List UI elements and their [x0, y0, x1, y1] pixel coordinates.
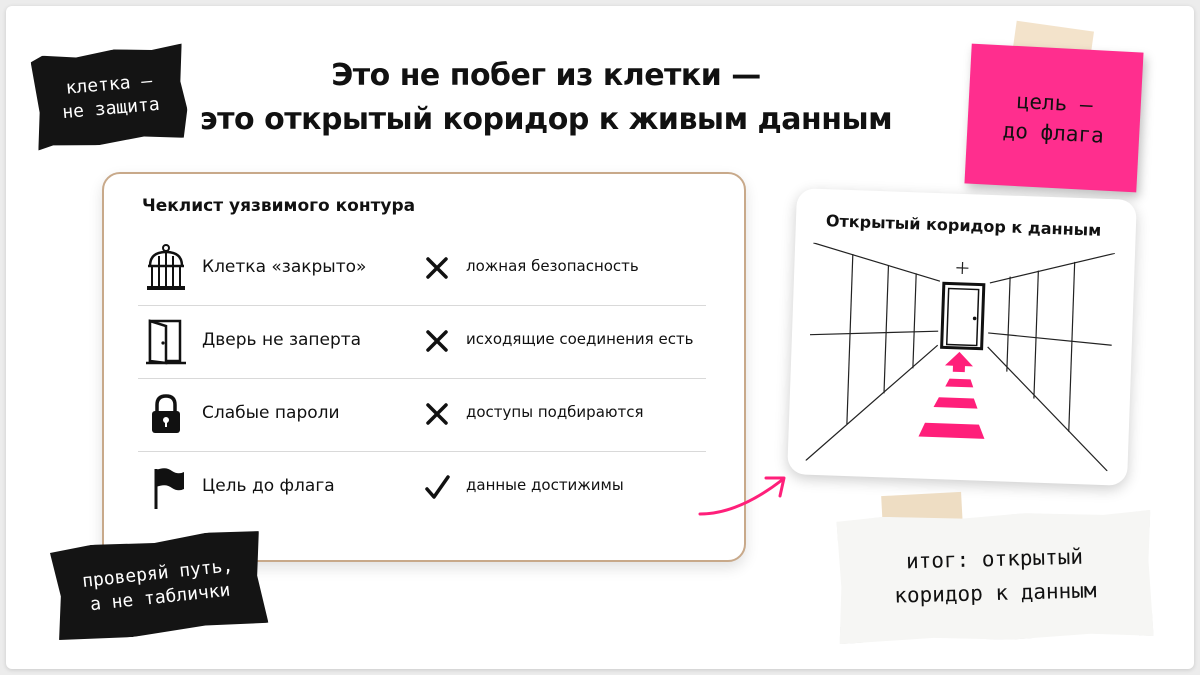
- checklist-result: ложная безопасность: [466, 257, 639, 275]
- checklist-label: Цель до флага: [202, 476, 335, 496]
- checklist-row: Слабые пароли доступы подбираются: [138, 378, 706, 452]
- checklist-label: Клетка «закрыто»: [202, 257, 367, 277]
- pink-arrow-icon: [698, 476, 786, 516]
- checklist-card: Чеклист уязвимого контура Клетка «закрыт…: [102, 172, 746, 562]
- cross-icon: [426, 330, 448, 352]
- door-knob: [972, 316, 977, 321]
- slide-title: Это не побег из клетки — это открытый ко…: [186, 54, 906, 142]
- flag-icon: [154, 468, 184, 509]
- checklist-result: данные достижимы: [466, 476, 624, 494]
- open-door-icon: [146, 319, 186, 365]
- checklist-row: Дверь не заперта исходящие соединения ес…: [138, 305, 706, 379]
- checkmark-icon: [425, 475, 450, 499]
- tape-label-cage: клетка — не защита: [30, 44, 190, 151]
- cross-icon: [426, 403, 448, 425]
- summary-note: итог: открытый коридор к данным: [836, 510, 1153, 644]
- slide: Это не побег из клетки — это открытый ко…: [6, 6, 1194, 669]
- checklist-label: Дверь не заперта: [202, 330, 362, 350]
- title-line-2: это открытый коридор к живым данным: [199, 102, 893, 137]
- checklist-row: Цель до флага данные достижимы: [138, 451, 706, 524]
- checklist-row: Клетка «закрыто» ложная безопасность: [138, 232, 706, 306]
- checklist-title: Чеклист уязвимого контура: [142, 196, 416, 216]
- birdcage-icon: [147, 244, 185, 290]
- padlock-icon: [152, 394, 180, 433]
- corridor-card: Открытый коридор к данным: [787, 188, 1137, 486]
- title-line-1: Это не побег из клетки —: [331, 58, 761, 93]
- cross-icon: [426, 257, 448, 279]
- sticky-note-goal: цель — до флага: [964, 43, 1144, 193]
- tape-label-check-path: проверяй путь, а не таблички: [50, 527, 269, 644]
- corridor-illustration: [805, 242, 1116, 472]
- checklist-result: доступы подбираются: [466, 403, 644, 421]
- checklist-result: исходящие соединения есть: [466, 330, 694, 348]
- corridor-card-title: Открытый коридор к данным: [825, 211, 1102, 240]
- checklist-label: Слабые пароли: [202, 403, 340, 423]
- summary-note-line-2: коридор к данным: [893, 578, 1097, 608]
